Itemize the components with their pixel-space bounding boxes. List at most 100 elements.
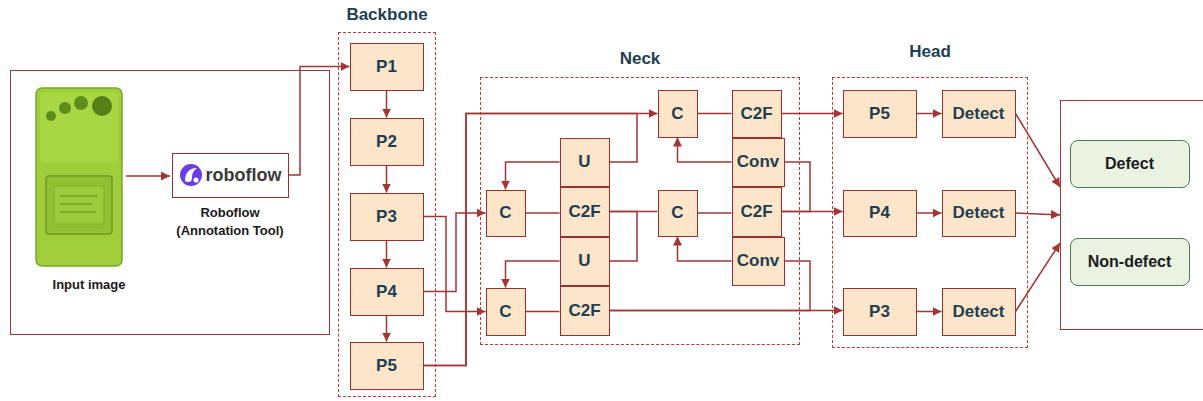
connector bbox=[424, 217, 486, 312]
head-group: P5DetectP4DetectP3DetectHead bbox=[832, 77, 1028, 348]
text-holder: P2 bbox=[331, 132, 443, 152]
connector bbox=[678, 237, 732, 262]
connector bbox=[698, 212, 732, 214]
concat-box: C bbox=[658, 190, 698, 237]
text-holder: C2F bbox=[541, 202, 629, 222]
text-holder: P1 bbox=[331, 57, 443, 77]
text-holder: Backbone bbox=[319, 5, 455, 25]
connector bbox=[289, 67, 350, 176]
box-label: C bbox=[499, 203, 511, 222]
box-label: P4 bbox=[376, 282, 397, 301]
text-holder: Roboflow (Annotation Tool) bbox=[168, 203, 292, 239]
tool-caption: Roboflow (Annotation Tool) bbox=[176, 205, 283, 238]
box-label: roboflow bbox=[206, 165, 282, 185]
connector bbox=[1016, 243, 1061, 312]
box-label: C bbox=[499, 302, 511, 321]
connector bbox=[782, 113, 843, 115]
box-label: P3 bbox=[869, 302, 890, 321]
text-holder: Head bbox=[813, 42, 1047, 62]
connector bbox=[386, 91, 388, 118]
conv-box: Conv bbox=[732, 237, 785, 286]
class-box: Defect bbox=[1070, 140, 1190, 188]
head-scale-box: P4 bbox=[843, 190, 917, 237]
input-panel: roboflowRoboflow (Annotation Tool)Input … bbox=[10, 70, 330, 335]
connector bbox=[698, 113, 732, 115]
head-scale-box: P5 bbox=[843, 90, 917, 138]
box-label: P4 bbox=[869, 203, 890, 222]
neck-group: CC2FUConvCC2FCC2FUConvCC2FNeck bbox=[480, 77, 800, 345]
class-box: Non-defect bbox=[1070, 238, 1190, 286]
text-holder: C2F bbox=[713, 104, 801, 124]
c2f-box: C2F bbox=[732, 187, 782, 237]
concat-box: C bbox=[486, 288, 526, 336]
backbone-layer: P3 bbox=[350, 193, 424, 241]
connector bbox=[526, 311, 560, 313]
backbone-layer: P2 bbox=[350, 118, 424, 166]
connector bbox=[782, 162, 811, 212]
box-label: C2F bbox=[568, 202, 600, 221]
connector bbox=[424, 114, 658, 366]
box-label: C bbox=[671, 203, 683, 222]
group-heading: Backbone bbox=[346, 5, 427, 24]
connector bbox=[506, 261, 560, 288]
backbone-layer: P4 bbox=[350, 268, 424, 316]
upsample-box: U bbox=[560, 237, 610, 286]
connector bbox=[678, 138, 732, 163]
c2f-box: C2F bbox=[732, 90, 782, 138]
group-heading: Neck bbox=[620, 49, 661, 68]
image-caption: Input image bbox=[53, 277, 126, 292]
backbone-layer: P1 bbox=[350, 43, 424, 91]
connector bbox=[610, 212, 638, 262]
text-holder: P4 bbox=[331, 282, 443, 302]
box-label: Non-defect bbox=[1088, 253, 1172, 270]
text-holder: P4 bbox=[824, 203, 936, 223]
conv-box: Conv bbox=[732, 138, 785, 187]
box-label: Conv bbox=[737, 152, 780, 171]
box-label: U bbox=[578, 152, 590, 171]
connector bbox=[526, 212, 560, 214]
text-holder: C2F bbox=[541, 301, 629, 321]
box-label: P3 bbox=[376, 207, 397, 226]
box-label: Detect bbox=[953, 302, 1005, 321]
printed-part-photo bbox=[36, 88, 122, 266]
text-holder: Detect bbox=[923, 302, 1035, 322]
connector bbox=[1016, 114, 1061, 188]
output-panel: DefectNon-defect bbox=[1060, 100, 1203, 330]
connector bbox=[386, 166, 388, 193]
box-label: Detect bbox=[953, 203, 1005, 222]
text-holder: U bbox=[541, 251, 629, 271]
upsample-box: U bbox=[560, 138, 610, 187]
text-holder: Conv bbox=[713, 152, 804, 172]
connector bbox=[386, 316, 388, 342]
box-label: P2 bbox=[376, 132, 397, 151]
detect-box: Detect bbox=[942, 90, 1016, 138]
roboflow-logo bbox=[180, 164, 202, 186]
backbone-group: P1P2P3P4P5Backbone bbox=[338, 32, 436, 397]
text-holder: C2F bbox=[713, 202, 801, 222]
head-scale-box: P3 bbox=[843, 288, 917, 336]
box-label: C bbox=[671, 104, 683, 123]
connector bbox=[917, 113, 942, 115]
group-heading: Head bbox=[909, 42, 951, 61]
text-holder: P5 bbox=[331, 356, 443, 376]
input-arrow bbox=[126, 175, 170, 177]
concat-box: C bbox=[658, 90, 698, 138]
text-holder: P3 bbox=[824, 302, 936, 322]
box-label: Defect bbox=[1105, 155, 1154, 172]
box-label: C2F bbox=[740, 104, 772, 123]
text-holder: Non-defect bbox=[1088, 253, 1172, 271]
box-label: C2F bbox=[740, 202, 772, 221]
text-holder: Neck bbox=[461, 49, 819, 69]
text-holder: Input image bbox=[29, 275, 149, 293]
concat-box: C bbox=[486, 190, 526, 237]
text-holder: C bbox=[467, 302, 545, 322]
text-holder: C bbox=[639, 203, 717, 223]
text-holder: Detect bbox=[923, 104, 1035, 124]
box-label: U bbox=[578, 251, 590, 270]
c2f-box: C2F bbox=[560, 187, 610, 237]
annotation-tool-box: roboflowRoboflow (Annotation Tool) bbox=[172, 153, 289, 198]
box-label: P5 bbox=[376, 356, 397, 375]
connector bbox=[424, 114, 638, 366]
text-holder: C bbox=[467, 203, 545, 223]
